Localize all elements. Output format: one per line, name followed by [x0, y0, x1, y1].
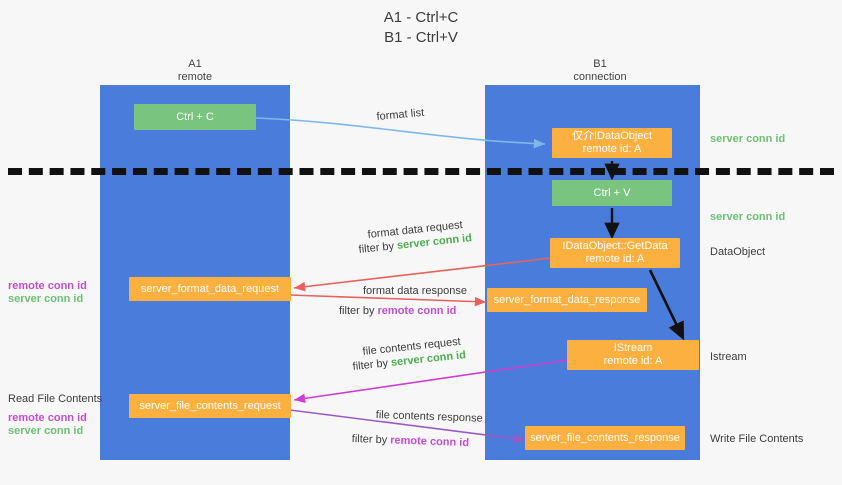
box-idataobject[interactable]: 仅介IDataObject remote id: A	[552, 128, 672, 158]
label-format-data-response-text: format data response	[363, 285, 467, 297]
box-server-file-contents-response[interactable]: server_file_contents_response	[525, 426, 685, 450]
box-idataobject-line2: remote id: A	[582, 143, 642, 155]
box-ctrl-c[interactable]: Ctrl + C	[134, 104, 256, 130]
box-server-format-data-request-label: server_format_data_request	[140, 282, 280, 295]
left-label-remote-conn-id-1: remote conn id	[8, 280, 87, 292]
box-istream-line1: IStream	[613, 342, 653, 354]
box-server-file-contents-request[interactable]: server_file_contents_request	[129, 394, 291, 418]
box-getdata-line2: remote id: A	[585, 253, 645, 265]
right-label-server-conn-id-1: server conn id	[710, 133, 786, 145]
box-ctrl-v-label: Ctrl + V	[593, 186, 631, 199]
label-file-contents-response-text: file contents response	[375, 408, 483, 425]
left-label-read-file-contents: Read File Contents	[8, 393, 103, 405]
lane-a1-name: A1	[188, 58, 202, 70]
box-istream-line2: remote id: A	[603, 355, 663, 367]
lane-b1-name: B1	[593, 58, 607, 70]
box-ctrl-v[interactable]: Ctrl + V	[552, 180, 672, 206]
label-file-contents-response-filter: filter by remote conn id	[352, 432, 470, 450]
right-label-istream: Istream	[710, 351, 747, 363]
box-server-format-data-response-label: server_format_data_response	[493, 293, 641, 306]
box-getdata[interactable]: IDataObject::GetData remote id: A	[550, 238, 680, 268]
phase-divider	[8, 168, 834, 175]
label-format-data-response-filter-pre: filter by	[339, 305, 378, 317]
left-label-server-conn-id-2: server conn id	[8, 425, 84, 437]
box-server-format-data-response[interactable]: server_format_data_response	[487, 288, 647, 312]
lane-a1-sub: remote	[177, 71, 213, 83]
title-line-2: B1 - Ctrl+V	[384, 29, 458, 46]
right-label-dataobject: DataObject	[710, 246, 766, 258]
label-format-data-response-filter: filter by remote conn id	[339, 304, 456, 318]
label-format-list-text: format list	[376, 106, 425, 123]
box-server-file-contents-response-label: server_file_contents_response	[530, 431, 680, 444]
title-line-1: A1 - Ctrl+C	[383, 9, 459, 26]
lane-b1-sub: connection	[573, 71, 627, 83]
box-server-format-data-request[interactable]: server_format_data_request	[129, 277, 291, 301]
label-format-list: format list	[376, 106, 425, 124]
label-format-data-response-filter-key: remote conn id	[377, 305, 457, 317]
right-label-server-conn-id-2: server conn id	[710, 211, 786, 223]
lane-header-b1: B1 connection	[535, 58, 665, 84]
left-label-remote-conn-id-2: remote conn id	[8, 412, 87, 424]
label-file-contents-request-filter-pre: filter by	[352, 356, 392, 373]
left-label-server-conn-id-1: server conn id	[8, 293, 84, 305]
box-getdata-line1: IDataObject::GetData	[562, 240, 668, 252]
box-server-file-contents-request-label: server_file_contents_request	[139, 399, 281, 412]
box-istream[interactable]: IStream remote id: A	[567, 340, 699, 370]
box-idataobject-line1: 仅介IDataObject	[571, 130, 653, 142]
label-file-contents-response-filter-key: remote conn id	[390, 434, 470, 450]
lane-header-a1: A1 remote	[135, 58, 255, 84]
label-file-contents-response: file contents response	[376, 408, 483, 426]
diagram-title: A1 - Ctrl+C B1 - Ctrl+V	[0, 8, 842, 48]
label-format-data-request-filter-pre: filter by	[358, 239, 398, 256]
box-ctrl-c-label: Ctrl + C	[176, 110, 214, 123]
label-file-contents-response-filter-pre: filter by	[351, 432, 391, 447]
label-format-data-response: format data response	[363, 284, 467, 298]
right-label-write-file-contents: Write File Contents	[710, 433, 804, 445]
